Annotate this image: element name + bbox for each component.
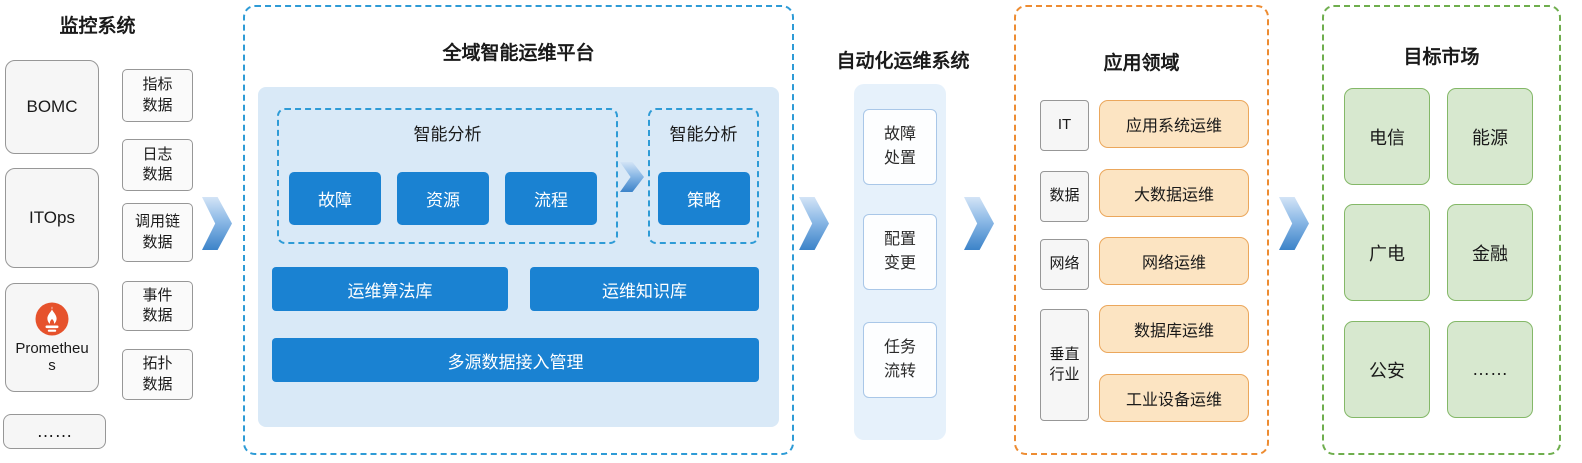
market-title: 目标市场 (1403, 47, 1480, 68)
service-app-system-ops: 应用系统运维 (1099, 100, 1249, 148)
data-type-metrics: 指标 数据 (122, 69, 193, 122)
automation-item-task-flow: 任务 流转 (863, 322, 937, 398)
market-container (1322, 5, 1561, 455)
market-public-security: 公安 (1344, 321, 1430, 418)
market-more: …… (1447, 321, 1533, 418)
strategy-group (648, 108, 759, 244)
market-energy: 能源 (1447, 88, 1533, 185)
service-database-ops: 数据库运维 (1099, 305, 1249, 353)
platform-container (243, 5, 794, 455)
application-container (1014, 5, 1269, 455)
data-type-logs: 日志 数据 (122, 139, 193, 191)
analysis-item-fault: 故障 (289, 172, 381, 225)
automation-item-config-change: 配置 变更 (863, 214, 937, 290)
strategy-item: 策略 (658, 172, 750, 225)
application-title: 应用领域 (1103, 53, 1180, 74)
system-box-label: Prometheus (15, 340, 89, 374)
category-vertical-industry: 垂直 行业 (1040, 309, 1089, 421)
market-finance: 金融 (1447, 204, 1533, 301)
system-box-itops: ITOps (5, 168, 99, 268)
category-data: 数据 (1040, 171, 1089, 222)
automation-item-fault-handling: 故障 处置 (863, 109, 937, 185)
flow-arrow-icon (964, 197, 994, 250)
strategy-group-title: 智能分析 (669, 125, 738, 144)
system-box-bomc: BOMC (5, 60, 99, 154)
analysis-group-title: 智能分析 (413, 125, 482, 144)
market-broadcast: 广电 (1344, 204, 1430, 301)
data-type-events: 事件 数据 (122, 281, 193, 331)
service-industrial-ops: 工业设备运维 (1099, 374, 1249, 422)
algorithm-library-bar: 运维算法库 (272, 267, 508, 311)
monitoring-title: 监控系统 (59, 16, 136, 37)
platform-title: 全域智能运维平台 (442, 43, 595, 64)
category-network: 网络 (1040, 239, 1089, 290)
category-it: IT (1040, 100, 1089, 151)
system-box-prometheus: Prometheus (5, 283, 99, 392)
market-telecom: 电信 (1344, 88, 1430, 185)
analysis-item-resource: 资源 (397, 172, 489, 225)
automation-title: 自动化运维系统 (836, 51, 970, 72)
flow-arrow-icon (1279, 197, 1309, 250)
service-bigdata-ops: 大数据运维 (1099, 169, 1249, 217)
data-type-trace: 调用链 数据 (122, 203, 193, 262)
analysis-group (277, 108, 618, 244)
flow-arrow-icon (202, 197, 232, 250)
data-type-topology: 拓扑 数据 (122, 349, 193, 400)
system-box-more: …… (3, 414, 106, 449)
prometheus-icon (34, 301, 70, 337)
analysis-item-process: 流程 (505, 172, 597, 225)
data-access-bar: 多源数据接入管理 (272, 338, 759, 382)
knowledge-library-bar: 运维知识库 (530, 267, 759, 311)
flow-arrow-icon (799, 197, 829, 250)
service-network-ops: 网络运维 (1099, 237, 1249, 285)
